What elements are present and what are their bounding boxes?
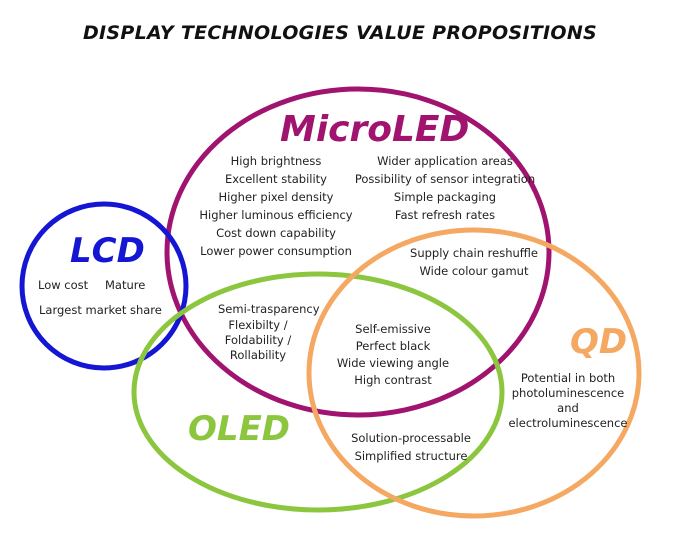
feature-item: Excellent stability bbox=[225, 172, 327, 186]
feature-item: Solution-processable bbox=[351, 431, 471, 445]
feature-item: and bbox=[557, 401, 579, 415]
lcd-circle bbox=[19, 201, 189, 371]
lcd-feature-market-share: Largest market share bbox=[39, 303, 162, 317]
feature-item: Cost down capability bbox=[216, 226, 336, 240]
feature-item: Self-emissive bbox=[355, 322, 431, 336]
oled-set-label: OLED bbox=[188, 409, 291, 449]
feature-item: Rollability bbox=[229, 348, 287, 362]
microled-features-left: High brightness Excellent stability High… bbox=[196, 152, 356, 260]
feature-item: Possibility of sensor integration bbox=[354, 172, 536, 186]
oled-qd-features: Solution-processable Simplified structur… bbox=[346, 429, 476, 465]
feature-item: Simplified structure bbox=[354, 449, 468, 463]
feature-item: High brightness bbox=[230, 154, 322, 168]
feature-item: Foldability / bbox=[224, 333, 292, 347]
microled-oled-transparency: Semi-trasparency bbox=[218, 302, 320, 316]
feature-item: Wide viewing angle bbox=[336, 356, 450, 370]
feature-item: Lower power consumption bbox=[200, 244, 352, 258]
feature-item: Wide colour gamut bbox=[419, 264, 529, 278]
microled-circle bbox=[164, 86, 552, 418]
feature-item: Fast refresh rates bbox=[394, 208, 496, 222]
microled-set-label: MicroLED bbox=[280, 109, 470, 150]
qd-features: Potential in both photoluminescence and … bbox=[508, 371, 628, 431]
feature-item: Wider application areas bbox=[377, 154, 513, 168]
microled-oled-flexibility: Flexibilty / Foldability / Rollability bbox=[218, 318, 298, 363]
qd-circle bbox=[306, 227, 642, 519]
feature-item: Flexibilty / bbox=[228, 318, 288, 332]
microled-features-right: Wider application areas Possibility of s… bbox=[352, 152, 538, 224]
feature-item: Higher luminous efficiency bbox=[199, 208, 353, 222]
qd-set-label: QD bbox=[570, 322, 628, 362]
all-three-features: Self-emissive Perfect black Wide viewing… bbox=[328, 321, 458, 389]
feature-item: Perfect black bbox=[355, 339, 431, 353]
lcd-feature-mature: Mature bbox=[105, 278, 146, 292]
microled-qd-features: Supply chain reshuffle Wide colour gamut bbox=[404, 244, 544, 280]
diagram-title: DISPLAY TECHNOLOGIES VALUE PROPOSITIONS bbox=[82, 22, 598, 44]
feature-item: electroluminescence bbox=[508, 416, 628, 430]
feature-item: Higher pixel density bbox=[218, 190, 334, 204]
lcd-set-label: LCD bbox=[70, 231, 145, 271]
oled-circle bbox=[131, 271, 505, 513]
feature-item: Simple packaging bbox=[393, 190, 497, 204]
feature-item: photoluminescence bbox=[511, 386, 625, 400]
feature-item: Supply chain reshuffle bbox=[410, 246, 538, 260]
feature-item: High contrast bbox=[354, 373, 432, 387]
lcd-feature-low-cost: Low cost bbox=[38, 278, 89, 292]
feature-item: Potential in both bbox=[520, 371, 616, 385]
